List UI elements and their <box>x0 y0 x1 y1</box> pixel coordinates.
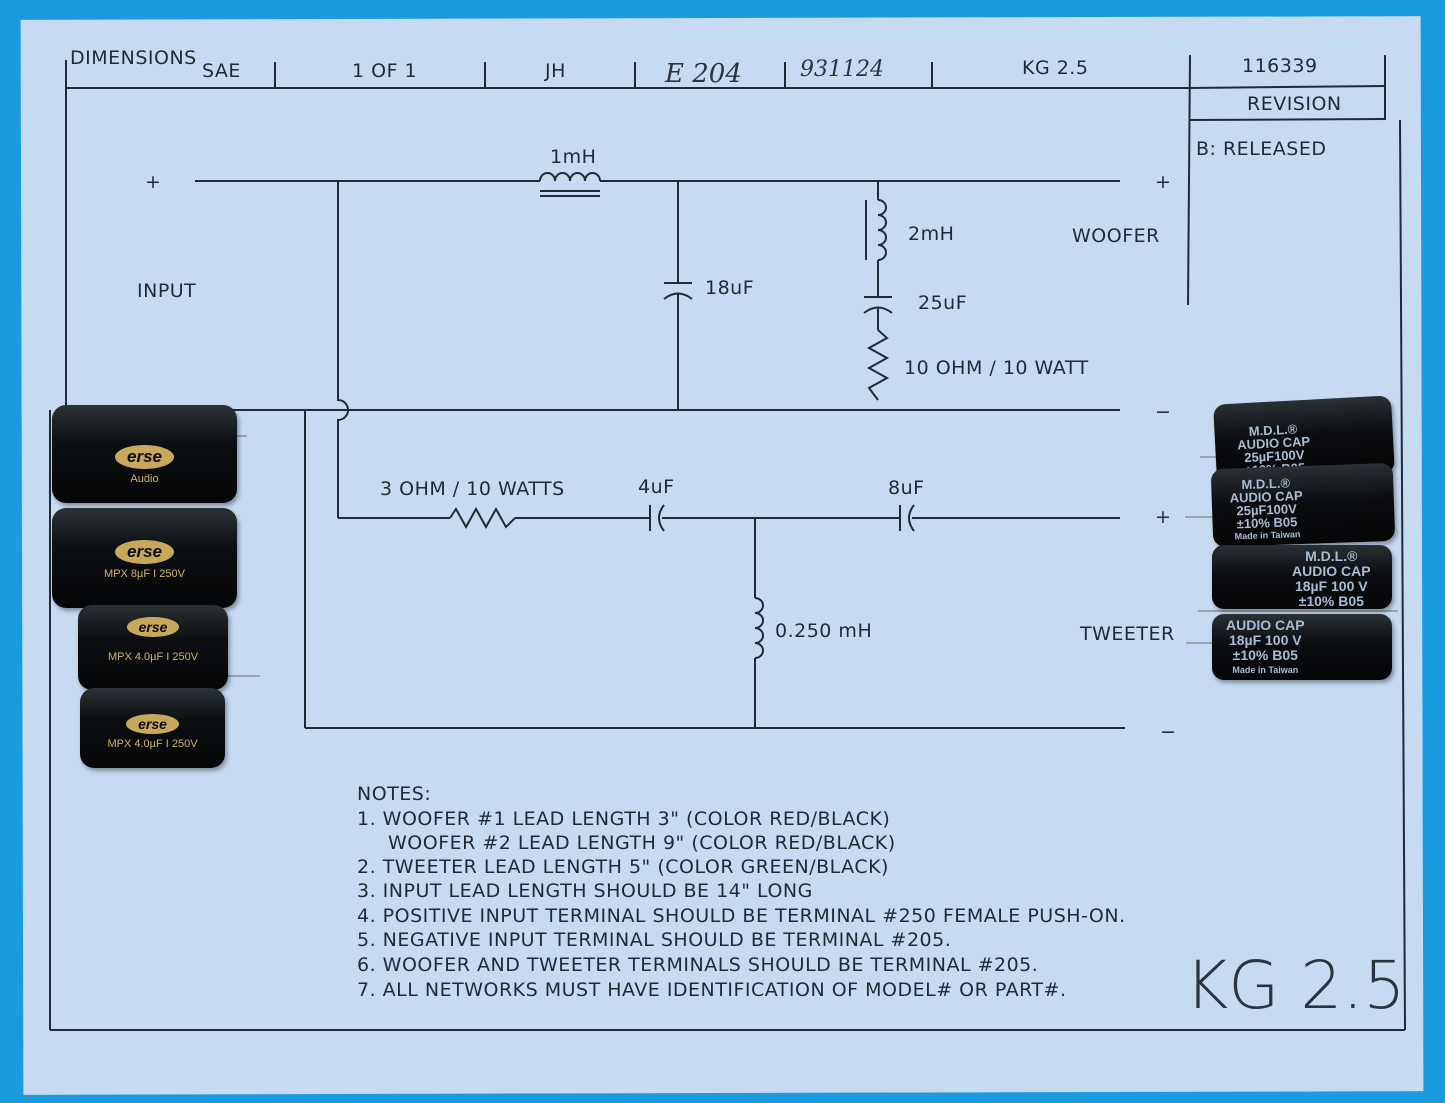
capacitor-18uf <box>663 282 693 300</box>
woofer-minus: − <box>1155 401 1171 423</box>
approved-initials: E 204 <box>664 59 742 89</box>
note-2: 2. TWEETER LEAD LENGTH 5" (COLOR GREEN/B… <box>357 856 889 878</box>
inductor-0-25mh <box>754 597 764 659</box>
note-1b: WOOFER #2 LEAD LENGTH 9" (COLOR RED/BLAC… <box>388 832 896 854</box>
capacitor-8uf <box>899 504 915 532</box>
wires <box>66 180 1125 729</box>
r1-label: 10 OHM / 10 WATT <box>904 357 1089 379</box>
c1-label: 18uF <box>705 277 754 299</box>
l3-label: 0.250 mH <box>775 620 872 642</box>
l1-label: 1mH <box>550 146 596 168</box>
tweeter-label: TWEETER <box>1079 623 1175 645</box>
l2-label: 2mH <box>908 223 954 245</box>
drawing-frame <box>49 54 1406 1031</box>
handwritten-model: KG 2.5 <box>1185 947 1405 1024</box>
note-4: 4. POSITIVE INPUT TERMINAL SHOULD BE TER… <box>357 905 1126 927</box>
revision-label: REVISION <box>1247 93 1342 115</box>
inductor-2mh <box>877 199 887 261</box>
tweeter-minus: − <box>1160 721 1176 743</box>
dimensions-label: DIMENSIONS <box>70 47 197 69</box>
part-number: 116339 <box>1242 55 1318 77</box>
notes-heading: NOTES: <box>357 783 431 805</box>
date-value: 931124 <box>800 57 884 82</box>
drawn-by-value: JH <box>544 60 566 82</box>
input-label: INPUT <box>137 280 196 302</box>
woofer-plus: + <box>1155 171 1171 193</box>
capacitor-4uf <box>649 504 665 532</box>
input-plus: + <box>145 171 161 193</box>
note-5: 5. NEGATIVE INPUT TERMINAL SHOULD BE TER… <box>357 929 951 951</box>
sheet-value: 1 OF 1 <box>352 60 417 82</box>
resistor-3ohm <box>449 506 516 530</box>
capacitor-25uf <box>863 296 893 314</box>
note-7: 7. ALL NETWORKS MUST HAVE IDENTIFICATION… <box>357 979 1067 1001</box>
woofer-label: WOOFER <box>1072 225 1160 247</box>
revision-status: B: RELEASED <box>1196 138 1326 160</box>
note-6: 6. WOOFER AND TWEETER TERMINALS SHOULD B… <box>357 954 1038 976</box>
r2-label: 3 OHM / 10 WATTS <box>380 478 565 500</box>
units-value: SAE <box>202 60 241 82</box>
c2-label: 25uF <box>918 292 967 314</box>
c4-label: 8uF <box>888 477 925 499</box>
c3-label: 4uF <box>638 476 675 498</box>
model-value: KG 2.5 <box>1022 57 1088 79</box>
resistor-10ohm <box>866 329 890 401</box>
note-3: 3. INPUT LEAD LENGTH SHOULD BE 14" LONG <box>357 880 813 902</box>
note-1: 1. WOOFER #1 LEAD LENGTH 3" (COLOR RED/B… <box>357 808 890 830</box>
inductor-1mh <box>539 172 601 182</box>
tweeter-plus: + <box>1155 506 1171 528</box>
